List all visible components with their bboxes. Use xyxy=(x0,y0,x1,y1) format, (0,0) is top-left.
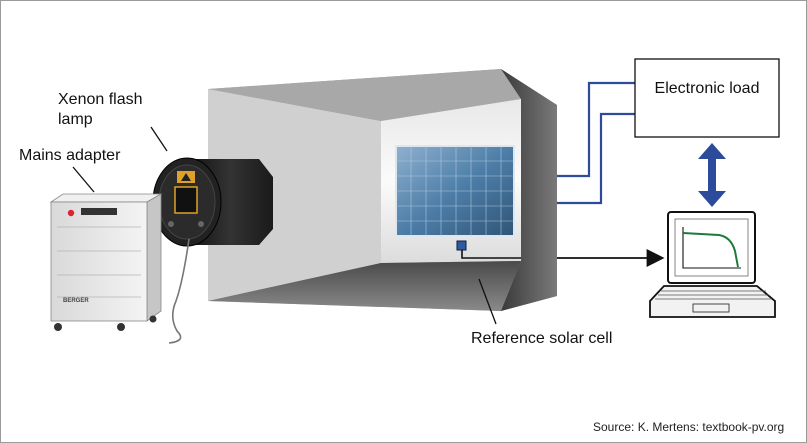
load-laptop-double-arrow xyxy=(698,143,726,207)
mains-adapter-cabinet-icon xyxy=(49,193,163,331)
adapter-brand-text: BERGER xyxy=(63,298,89,304)
chamber-floor xyxy=(208,261,521,311)
mains-adapter-label: Mains adapter xyxy=(19,147,121,164)
reference-cell-icon xyxy=(456,240,467,251)
load-wire-upper xyxy=(557,81,635,178)
mains-adapter-pointer xyxy=(72,166,95,193)
chamber-left-wall xyxy=(208,89,381,301)
solar-module-icon xyxy=(395,145,515,237)
xenon-flash-lamp-icon xyxy=(152,157,273,344)
electronic-load-label: Electronic load xyxy=(654,80,760,97)
reference-signal-line xyxy=(461,250,521,259)
xenon-lamp-pointer xyxy=(150,126,168,152)
source-credit: Source: K. Mertens: textbook-pv.org xyxy=(593,420,785,434)
laptop-icon xyxy=(649,211,776,318)
reference-solar-cell-label: Reference solar cell xyxy=(471,330,613,347)
chamber-ceiling xyxy=(208,69,521,121)
reference-cell-pointer xyxy=(478,278,497,325)
chamber-right-wall xyxy=(501,69,557,311)
xenon-flash-lamp-label: Xenon flash lamp xyxy=(58,91,143,128)
load-wire-lower xyxy=(557,112,635,205)
iv-curve-icon xyxy=(682,227,741,269)
electronic-load-box xyxy=(634,58,780,138)
